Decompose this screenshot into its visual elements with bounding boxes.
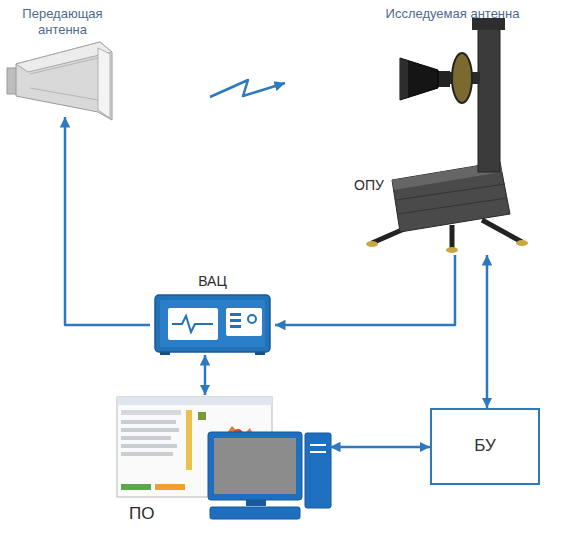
connector-arrow [210, 80, 285, 97]
positioner-label: ОПУ [350, 105, 525, 255]
vna-device [155, 295, 270, 355]
antenna-label: Исследуемая антенна [285, 2, 520, 105]
connector-arrow [330, 446, 430, 449]
node-text: ПО [129, 504, 179, 524]
connector-arrow [204, 355, 207, 395]
connector-arrow [275, 255, 455, 325]
computer [117, 397, 331, 519]
node-text: БУ [474, 436, 496, 456]
antenna-label: Передающая антенна [5, 2, 210, 117]
connector-arrow [65, 117, 150, 325]
node-text: Исследуемая антенна [385, 6, 520, 22]
vna-label: ВАЦ [150, 270, 275, 355]
node-text: ВАЦ [150, 273, 275, 290]
control-unit-box: БУ [430, 408, 540, 485]
node-text: ОПУ [354, 177, 394, 194]
positioner [366, 18, 528, 253]
connector-arrow [486, 255, 489, 408]
transmit-horn [7, 42, 112, 120]
software-label: ПО [115, 395, 330, 530]
node-text: Передающая антенна [5, 6, 120, 37]
